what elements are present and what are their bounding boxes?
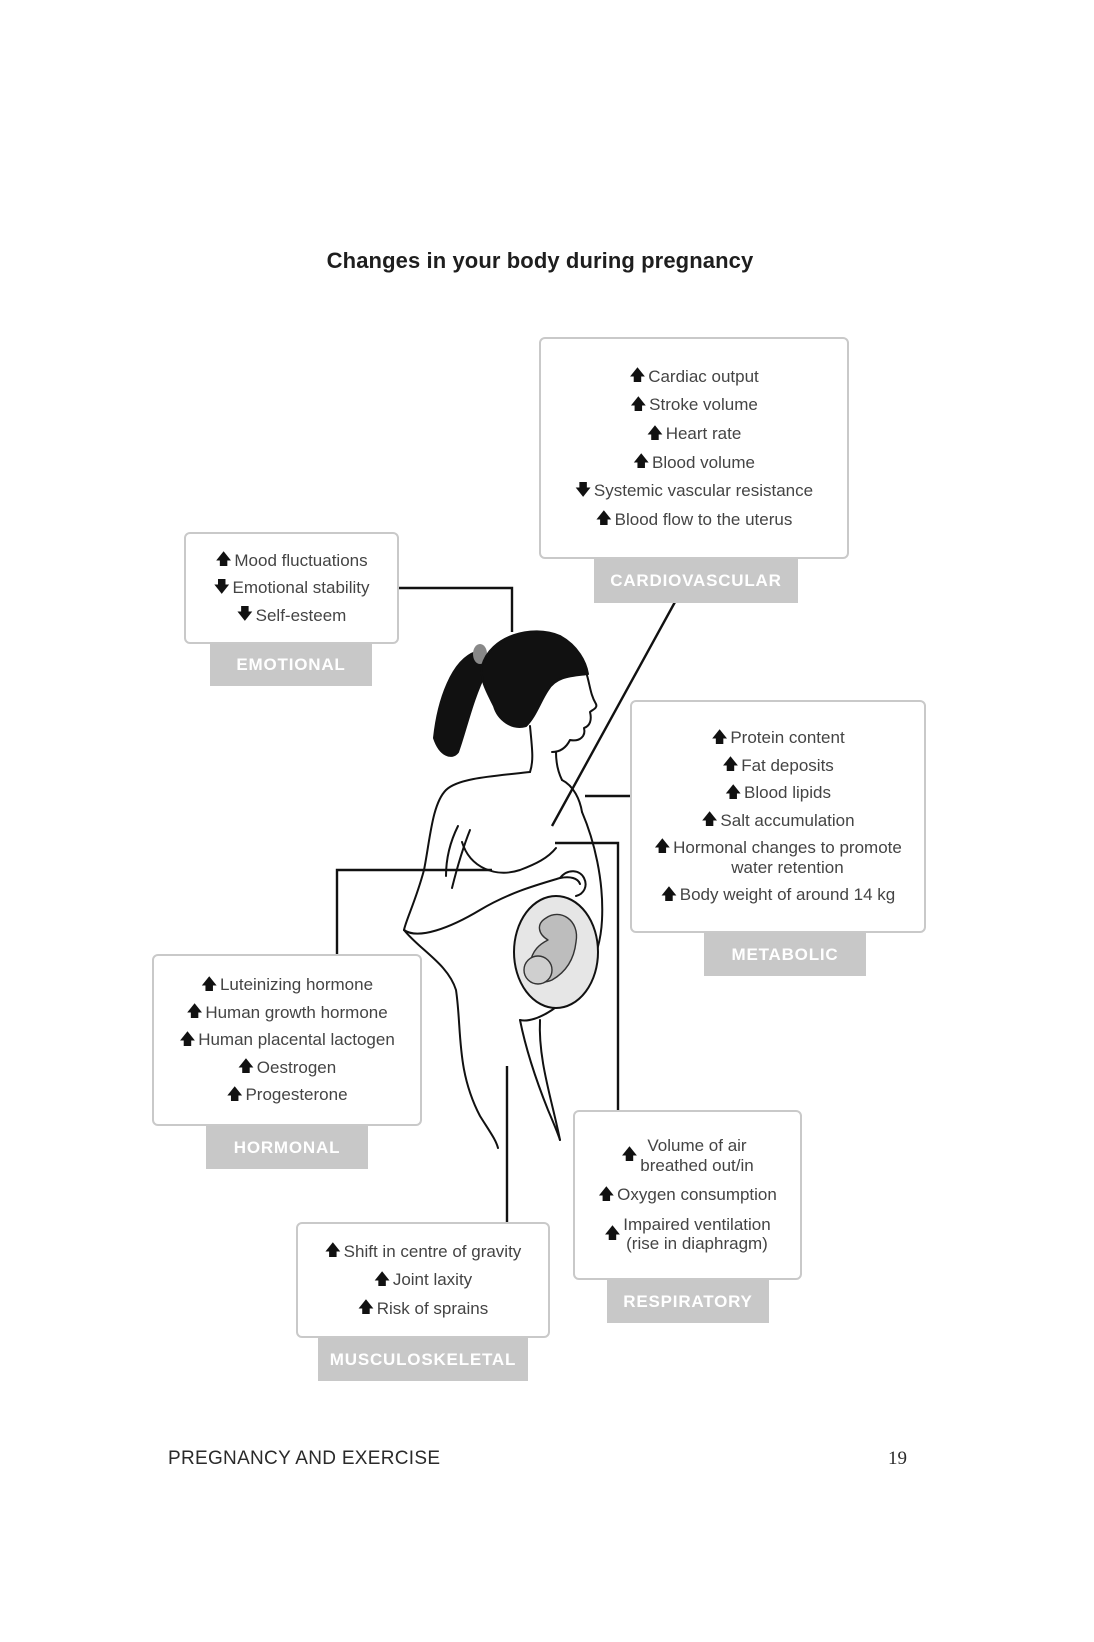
up-arrow-icon: 🡅: [654, 838, 671, 856]
shoulder-front: [561, 779, 583, 813]
hip-back: [403, 929, 499, 1149]
musculoskeletal-item: 🡅Risk of sprains: [357, 1298, 489, 1318]
up-arrow-icon: 🡅: [725, 783, 742, 801]
metabolic-label: METABOLIC: [704, 933, 866, 976]
up-arrow-icon: 🡅: [646, 424, 664, 442]
elbow: [445, 825, 459, 877]
pregnant-woman-figure: [403, 630, 604, 1149]
cardiovascular-item: 🡅Heart rate: [646, 423, 742, 443]
cardiovascular-box: 🡅Cardiac output 🡅Stroke volume 🡅Heart ra…: [539, 337, 849, 559]
bust: [461, 841, 557, 874]
emotional-box: 🡅Mood fluctuations 🡇Emotional stability …: [184, 532, 399, 644]
musculoskeletal-item: 🡅Shift in centre of gravity: [324, 1241, 522, 1261]
cardiovascular-label: CARDIOVASCULAR: [594, 559, 798, 603]
cardiovascular-item: 🡇Systemic vascular resistance: [574, 481, 814, 501]
up-arrow-icon: 🡅: [598, 1185, 615, 1203]
leg-inner: [538, 1019, 561, 1141]
hormonal-item: 🡅Human placental lactogen: [179, 1030, 395, 1050]
emotional-item: 🡅Mood fluctuations: [215, 550, 368, 570]
cardiovascular-item: 🡅Cardiac output: [629, 366, 759, 386]
hair: [480, 630, 589, 728]
face: [551, 671, 598, 753]
metabolic-item: 🡅Salt accumulation: [701, 810, 855, 830]
neck: [529, 725, 534, 773]
metabolic-item: 🡅Fat deposits: [722, 755, 834, 775]
neck-front: [555, 751, 563, 781]
arm-front: [403, 876, 581, 935]
up-arrow-icon: 🡅: [179, 1030, 196, 1048]
connector-respiratory: [555, 841, 620, 1110]
respiratory-item: 🡅Oxygen consumption: [598, 1185, 777, 1205]
musculoskeletal-box: 🡅Shift in centre of gravity 🡅Joint laxit…: [296, 1222, 550, 1338]
metabolic-box: 🡅Protein content 🡅Fat deposits 🡅Blood li…: [630, 700, 926, 933]
down-arrow-icon: 🡇: [213, 578, 230, 596]
connector-lines: [335, 586, 677, 1222]
up-arrow-icon: 🡅: [722, 756, 739, 774]
respiratory-label: RESPIRATORY: [607, 1280, 769, 1323]
up-arrow-icon: 🡅: [711, 728, 728, 746]
up-arrow-icon: 🡅: [324, 1242, 342, 1260]
up-arrow-icon: 🡅: [629, 367, 646, 385]
metabolic-item: 🡅Body weight of around 14 kg: [660, 885, 896, 905]
ponytail: [433, 651, 487, 757]
back: [403, 771, 531, 931]
down-arrow-icon: 🡇: [236, 606, 254, 624]
up-arrow-icon: 🡅: [186, 1003, 203, 1021]
page-number: 19: [888, 1448, 907, 1469]
hormonal-item: 🡅Progesterone: [226, 1085, 348, 1105]
up-arrow-icon: 🡅: [604, 1225, 621, 1243]
hormonal-box: 🡅Luteinizing hormone 🡅Human growth hormo…: [152, 954, 422, 1126]
connector-hormonal: [335, 868, 492, 954]
up-arrow-icon: 🡅: [237, 1058, 255, 1076]
emotional-item: 🡇Self-esteem: [236, 605, 347, 625]
down-arrow-icon: 🡇: [574, 481, 592, 499]
up-arrow-icon: 🡅: [595, 510, 613, 528]
up-arrow-icon: 🡅: [660, 885, 678, 903]
metabolic-item: 🡅Blood lipids: [725, 783, 831, 803]
up-arrow-icon: 🡅: [373, 1270, 391, 1288]
musculoskeletal-item: 🡅Joint laxity: [373, 1270, 473, 1290]
leg-front: [519, 1019, 561, 1141]
up-arrow-icon: 🡅: [200, 975, 218, 993]
up-arrow-icon: 🡅: [357, 1299, 375, 1317]
hormonal-label: HORMONAL: [206, 1126, 368, 1169]
musculoskeletal-label: MUSCULOSKELETAL: [318, 1338, 528, 1381]
cardiovascular-item: 🡅Blood flow to the uterus: [595, 509, 793, 529]
arm-back: [451, 829, 471, 889]
connector-emotional: [399, 586, 514, 632]
cardiovascular-item: 🡅Stroke volume: [630, 395, 758, 415]
up-arrow-icon: 🡅: [215, 551, 232, 569]
fetus-head: [523, 955, 553, 985]
metabolic-item: 🡅Protein content: [711, 728, 845, 748]
up-arrow-icon: 🡅: [701, 811, 718, 829]
page-title: Changes in your body during pregnancy: [326, 248, 754, 273]
hand: [559, 870, 587, 897]
running-footer: PREGNANCY AND EXERCISE: [168, 1448, 441, 1469]
hormonal-item: 🡅Oestrogen: [237, 1057, 337, 1077]
cardiovascular-item: 🡅Blood volume: [632, 452, 755, 472]
up-arrow-icon: 🡅: [226, 1085, 243, 1103]
emotional-label: EMOTIONAL: [210, 644, 372, 686]
respiratory-item: 🡅Impaired ventilation(rise in diaphragm): [604, 1214, 771, 1254]
up-arrow-icon: 🡅: [621, 1146, 638, 1164]
up-arrow-icon: 🡅: [630, 395, 647, 413]
up-arrow-icon: 🡅: [632, 453, 650, 471]
hormonal-item: 🡅Luteinizing hormone: [200, 975, 374, 995]
emotional-item: 🡇Emotional stability: [213, 578, 370, 598]
hormonal-item: 🡅Human growth hormone: [186, 1002, 388, 1022]
